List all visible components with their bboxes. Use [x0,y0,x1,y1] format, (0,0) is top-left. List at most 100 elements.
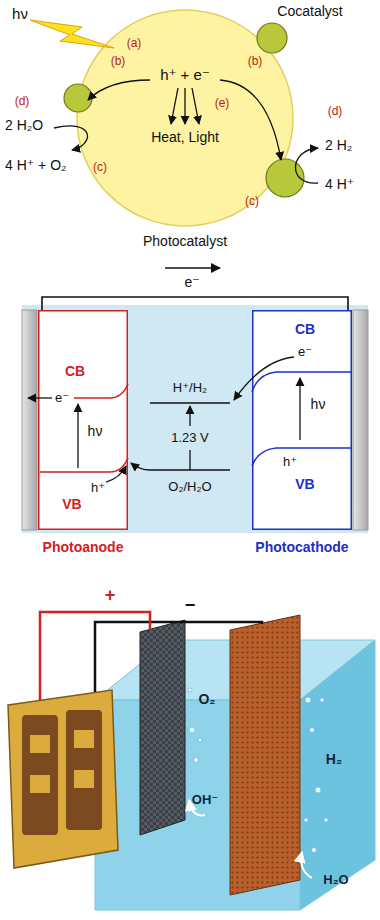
band-diagram [252,448,352,466]
pec-cell-illustration [301,852,312,878]
charge-arrow [296,148,319,183]
pec-cell-illustration [188,688,192,692]
photocathode-electrode-outline [253,311,352,530]
node-text: (e) [215,97,230,110]
cocatalyst [266,159,304,197]
electrolyte-cell [22,305,368,533]
pec-cell-illustration [198,738,202,742]
band-diagram [299,378,300,440]
electrolyte-cell [22,305,368,533]
pec-cell-illustration [320,698,324,702]
node-text: hν [88,424,103,439]
photocathode-electrode: CB e⁻ hν h⁺ VB Photocathode [252,310,352,560]
node-text: CB [65,364,85,379]
node-text: O₂/H₂O [168,480,211,494]
solar-cell [8,690,118,868]
step-letter: (b) [111,55,126,68]
charge-arrow [54,80,318,183]
pec-cell-illustration [312,848,317,853]
polarity-sign: + [105,586,116,606]
charge-arrow [220,80,281,160]
pec-cell-illustration [315,787,321,793]
species-label: OH⁻ [192,793,218,807]
electrolyte-cell [353,310,368,530]
pec-cell-illustration [324,818,328,822]
pec-cell-illustration [304,818,308,822]
species-label: 4 H⁺ + O₂ [5,158,66,173]
node-text: CB [295,322,315,337]
node-text: h⁺ [91,481,105,495]
band-diagram [28,397,52,398]
solar-cell [66,710,102,830]
pec-cell-illustration [310,728,315,733]
node-text: hν [311,397,326,412]
node-text: VB [295,477,314,492]
part-name: Cocatalyst [277,4,342,19]
charge-arrow [88,80,150,100]
charge-arrow [171,88,178,124]
node-text: Photoanode [43,540,124,555]
external-circuit-wire [42,297,348,310]
pec-cell-illustration [188,688,328,853]
photoanode-electrode-outline [38,310,128,560]
node-text: h⁺ [283,455,297,469]
solar-cell [30,775,50,793]
pec-cell-illustration [95,615,375,910]
step-letter: (c) [93,161,107,174]
solar-cell [8,690,118,868]
band-diagram [40,458,128,472]
pec-cell-illustration [300,640,375,910]
step-letter: (a) [127,37,142,50]
solar-cell [74,730,94,748]
pec-cell-illustration [140,620,185,835]
node-text: Photocathode [255,540,348,555]
node-text: e⁻ [298,345,312,359]
band-diagram [74,384,128,398]
photoanode-electrode: CB e⁻ hνVB h⁺ Photoanode [38,310,128,560]
charge-arrow [54,126,87,150]
pec-cell-illustration [194,758,199,763]
solar-cell [30,735,50,753]
electron-flow-arrow [165,267,220,269]
pec-cell-illustration [305,697,311,703]
node-text: e⁻ [55,391,69,405]
band-diagram [28,357,352,482]
node-text: VB [62,497,81,512]
band-diagram [106,466,126,482]
band-diagram [77,404,78,468]
cocatalyst [257,23,287,53]
node-text: h⁺ + e⁻ [160,67,210,84]
charge-arrow [192,88,199,124]
step-letter: (d) [328,105,343,118]
band-diagram [189,406,190,426]
electron-flow-arrow [165,268,220,269]
step-letter: (c) [245,195,259,208]
external-wire [40,612,262,700]
band-diagram [234,357,294,400]
light-bolt [30,20,114,48]
electrolyte-cell [22,310,37,530]
step-letter: (b) [248,55,263,68]
species-label: H₂O [323,873,348,887]
photoanode-electrode-outline [39,311,128,530]
electron-label: e⁻ [184,275,199,290]
species-label: 2 H₂O [5,118,43,133]
band-diagram [189,450,190,470]
band-diagram [150,402,230,403]
species-label: 4 H⁺ [325,177,354,192]
external-wire [40,612,150,700]
polarity-sign: − [185,596,196,616]
light-bolt [30,20,114,48]
cocatalyst [64,23,304,197]
pec-cell-illustration [189,727,195,733]
species-label: O₂ [198,692,215,707]
light-symbol: hν [12,6,28,23]
band-diagram [252,372,352,392]
species-label: 2 H₂ [325,138,352,153]
pec-cell-illustration [230,615,300,895]
band-diagram [131,463,150,470]
node-text: Heat, Light [151,130,219,145]
